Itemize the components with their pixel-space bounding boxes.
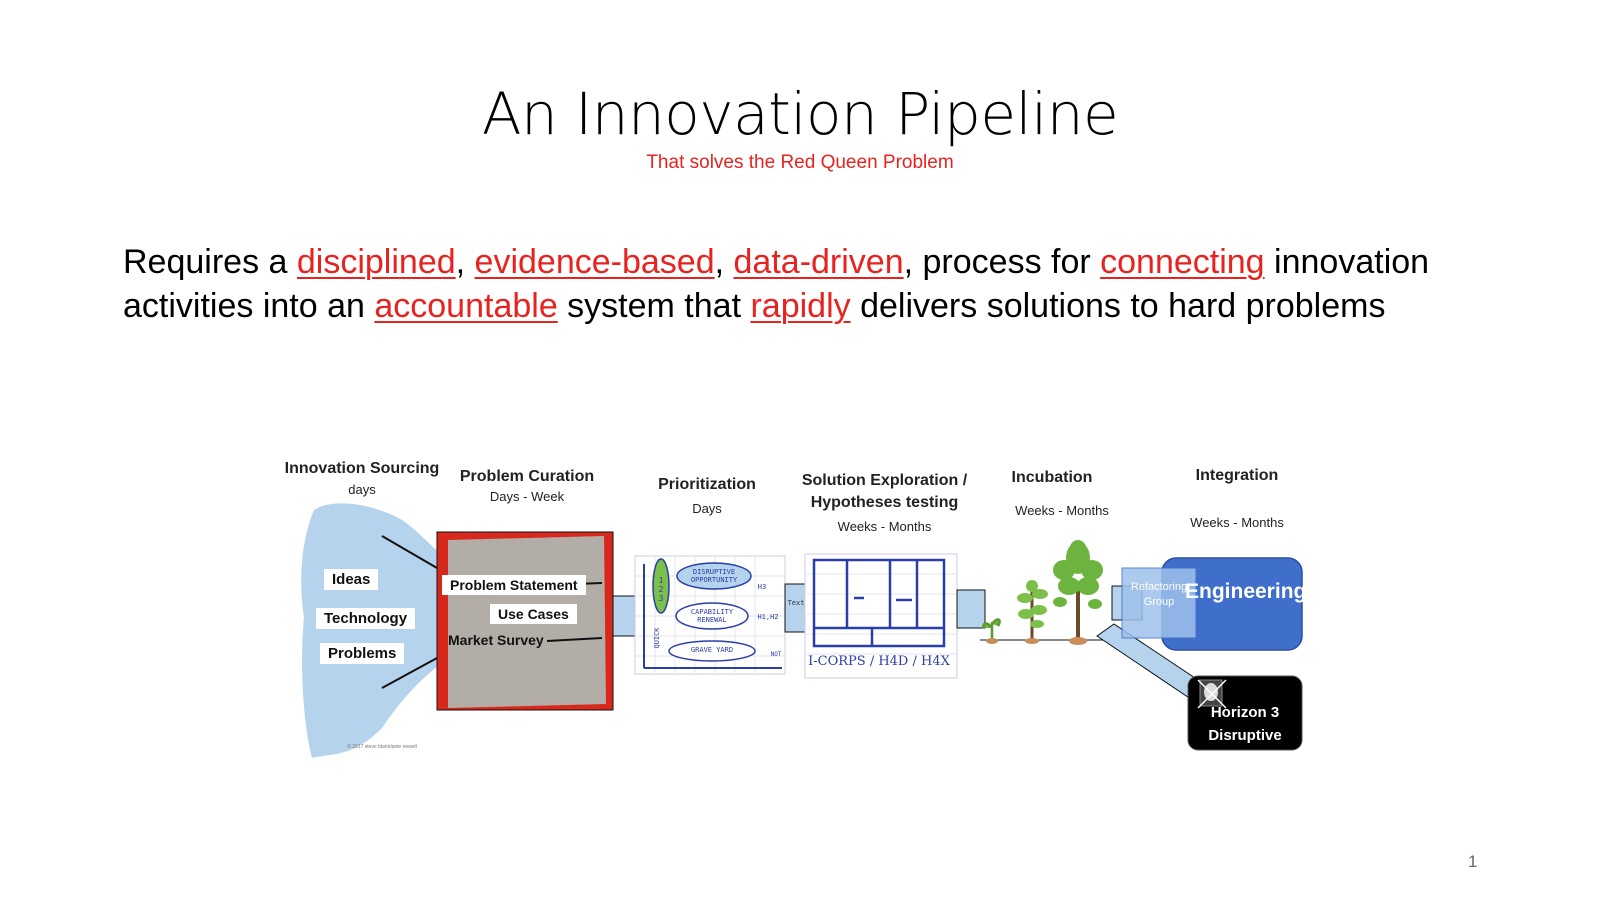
emphasis-accountable: accountable bbox=[374, 287, 558, 325]
stage-incubation: Incubation bbox=[1011, 469, 1093, 486]
stage-duration: Days - Week bbox=[489, 489, 565, 504]
body-text: delivers solutions to hard problems bbox=[850, 287, 1386, 325]
text-label: Text bbox=[787, 599, 805, 607]
tag-h1h2: H1,H2 bbox=[757, 613, 779, 621]
tag-h3: H3 bbox=[757, 583, 767, 591]
tag-not: NOT bbox=[770, 651, 782, 658]
stage-duration: Weeks - Months bbox=[1015, 503, 1109, 518]
methods-label: I-CORPS / H4D / H4X bbox=[808, 654, 950, 669]
copyright-note: © 2017 steve blank/pete newell bbox=[347, 744, 417, 750]
disruptive-label: Disruptive bbox=[1208, 727, 1282, 744]
curation-item-problem-statement: Problem Statement bbox=[442, 575, 586, 595]
stage-duration: days bbox=[348, 482, 376, 497]
emphasis-disciplined: disciplined bbox=[296, 243, 456, 281]
body-text: , bbox=[455, 243, 475, 281]
emphasis-evidence-based: evidence-based bbox=[474, 243, 715, 281]
slide-subtitle: That solves the Red Queen Problem bbox=[646, 152, 954, 173]
sprout-1 bbox=[982, 618, 1001, 640]
slide-title: An Innovation Pipeline bbox=[481, 80, 1119, 148]
emphasis-connecting: connecting bbox=[1100, 243, 1265, 281]
sapling-leaves bbox=[1017, 580, 1048, 628]
body-text: system that bbox=[557, 287, 751, 325]
quick-axis-label: QUICK bbox=[653, 627, 661, 649]
sourcing-funnel bbox=[301, 503, 442, 758]
body-text: , bbox=[714, 243, 734, 281]
oval-label-disruptive: DISRUPTIVE OPPORTUNITY bbox=[690, 568, 738, 584]
quick-axis-numbers: 1 2 3 bbox=[658, 576, 664, 603]
capability-oval bbox=[675, 602, 749, 630]
curation-item-market-survey: Market Survey bbox=[448, 632, 544, 648]
pipe-curation-to-prioritization bbox=[612, 595, 636, 637]
tree-crown bbox=[1053, 540, 1103, 609]
stage-problem-curation: Problem Curation bbox=[459, 468, 595, 485]
sourcing-item-technology: Technology bbox=[316, 608, 416, 629]
exploration-grid-lines bbox=[805, 573, 957, 655]
curation-item-use-cases: Use Cases bbox=[490, 604, 577, 624]
quick-oval bbox=[652, 558, 670, 614]
stage-duration: Days bbox=[692, 501, 722, 516]
pipeline-diagram: Innovation Sourcing days Problem Curatio… bbox=[285, 458, 1342, 772]
horizon3-label: Horizon 3 bbox=[1210, 704, 1280, 721]
page-number: 1 bbox=[1468, 852, 1478, 871]
stage-solution-exploration: Solution Exploration / Hypotheses testin… bbox=[801, 472, 968, 511]
emphasis-rapidly: rapidly bbox=[750, 287, 851, 325]
funnel-line-bottom bbox=[381, 657, 438, 689]
portrait-cross-2 bbox=[1197, 679, 1227, 709]
experiment-board bbox=[812, 558, 946, 648]
sourcing-item-problems: Problems bbox=[320, 643, 405, 664]
sprout-1-soil bbox=[986, 638, 998, 644]
sapling-soil bbox=[1025, 638, 1039, 644]
pipe-exploration-to-incubation bbox=[956, 589, 986, 629]
oval-label-capability: CAPABILITY RENEWAL bbox=[690, 608, 734, 624]
stage-integration: Integration bbox=[1195, 467, 1279, 484]
disruptive-oval bbox=[676, 562, 752, 590]
body-text: innovation activities into an bbox=[123, 243, 1430, 325]
pipe-prioritization-to-exploration bbox=[784, 583, 806, 633]
body-text: , process for bbox=[903, 243, 1101, 281]
exploration-grid bbox=[804, 553, 958, 679]
stage-duration: Weeks - Months bbox=[1190, 515, 1284, 530]
oval-label-graveyard: GRAVE YARD bbox=[690, 646, 734, 654]
body-text: Requires a bbox=[123, 243, 297, 281]
curation-line-2 bbox=[546, 637, 603, 642]
stage-innovation-sourcing: Innovation Sourcing bbox=[284, 460, 440, 477]
refactoring-group-label: Refactoring Group bbox=[1130, 581, 1188, 608]
body-paragraph: Requires a disciplined, evidence-based , … bbox=[123, 240, 1463, 328]
stage-duration: Weeks - Months bbox=[837, 519, 932, 534]
graveyard-oval bbox=[668, 640, 756, 662]
refactoring-box bbox=[1121, 567, 1197, 639]
engineering-label: Engineering bbox=[1185, 580, 1307, 603]
tree-soil bbox=[1069, 637, 1087, 645]
stage-prioritization: Prioritization bbox=[658, 476, 756, 493]
funnel-line-top bbox=[381, 535, 438, 569]
sourcing-item-ideas: Ideas bbox=[324, 569, 379, 590]
emphasis-data-driven: data-driven bbox=[733, 243, 904, 281]
